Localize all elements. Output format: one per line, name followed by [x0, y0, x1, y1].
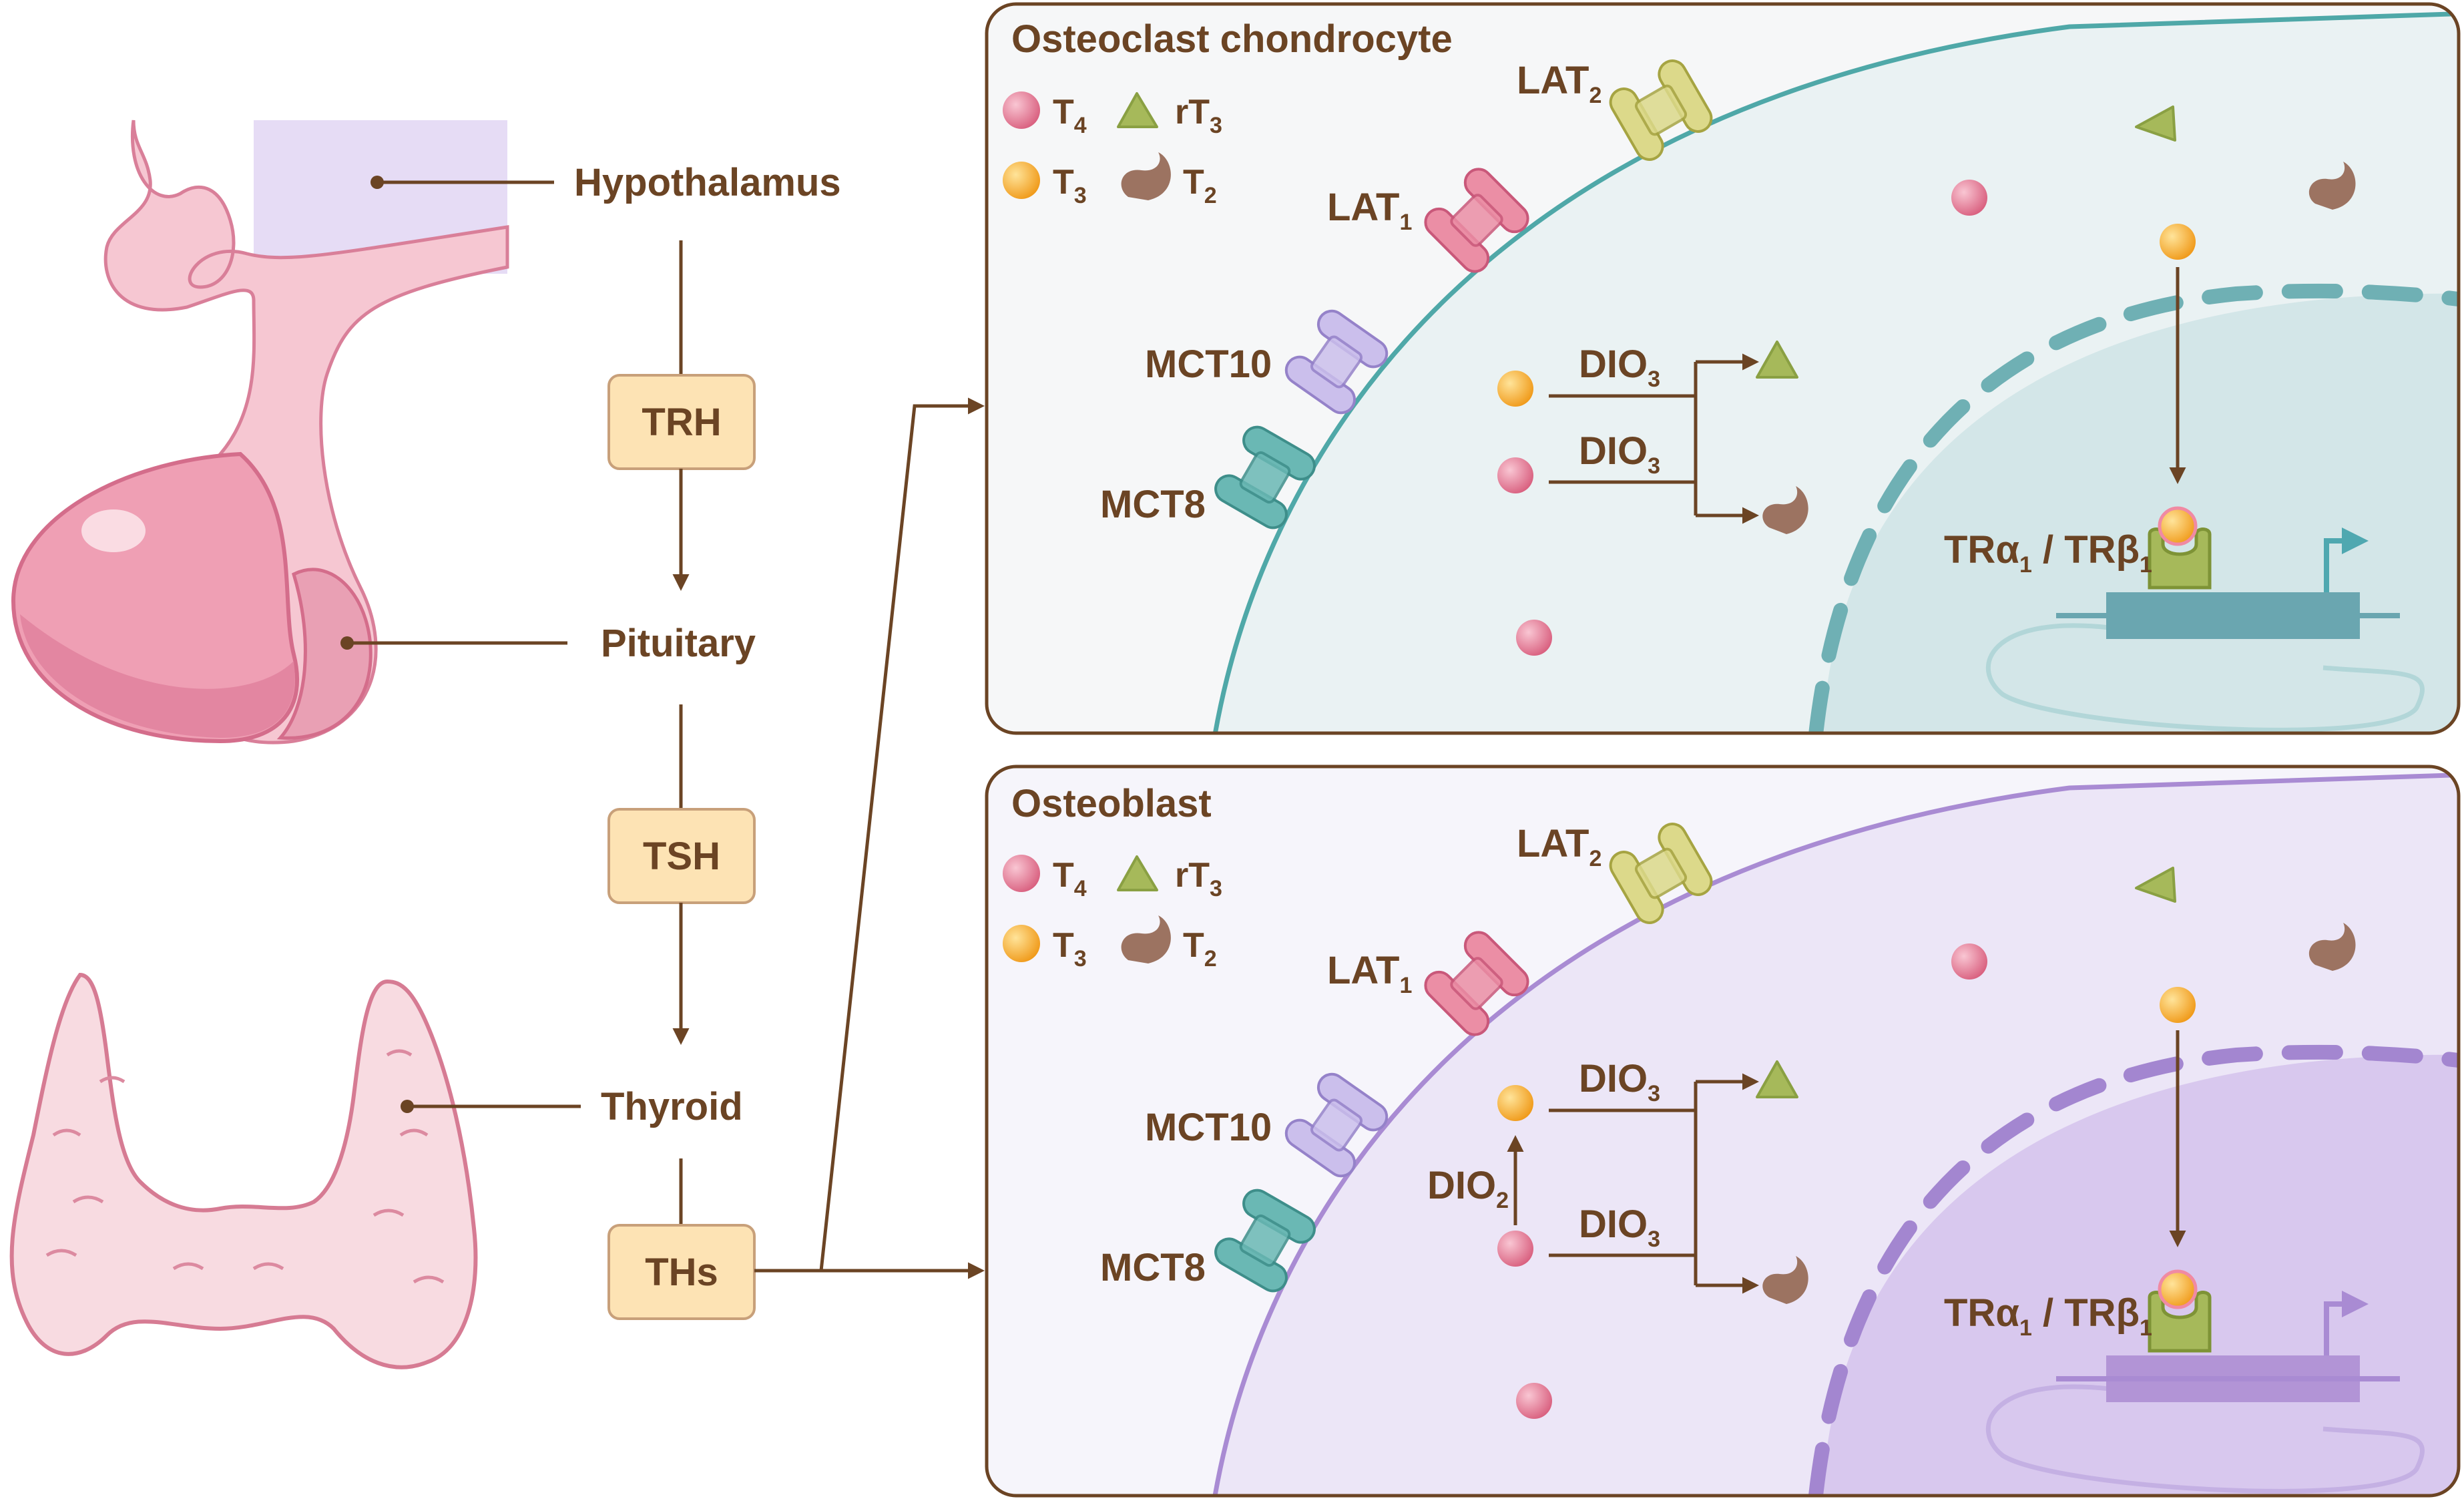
bottom-lat2-label: LAT2	[1517, 822, 1601, 871]
bottom-cell-membrane	[1212, 772, 2459, 1496]
hypothalamus-leader-dot	[371, 176, 384, 189]
bottom-dna-loop	[1985, 1384, 2425, 1494]
bottom-t2-free	[2308, 923, 2356, 971]
legend-t3-label: T3	[1053, 926, 1087, 972]
bottom-rt3-free	[2135, 867, 2176, 903]
top-mct8-label: MCT8	[1100, 483, 1206, 526]
legend-t2-icon	[1121, 152, 1171, 200]
pituitary-leader-dot	[340, 636, 354, 650]
thyroid-lobule-left-b	[72, 1195, 104, 1204]
bottom-nuclear-envelope	[1808, 1044, 2459, 1496]
top-panel-border	[985, 2, 2461, 735]
bottom-t4-free-a	[1951, 943, 1987, 980]
thyroid-lobule-right-b	[373, 1209, 405, 1217]
top-rt3-free	[2135, 105, 2176, 142]
top-receptor	[2148, 527, 2212, 590]
thyroid-gland	[9, 972, 478, 1369]
legend-t2-icon	[1121, 915, 1171, 963]
pituitary-highlight	[81, 509, 146, 552]
bottom-legend: T4 rT3 T3 T2	[1003, 855, 1222, 972]
bottom-rt3-product	[1756, 1060, 1798, 1098]
legend-t4-icon	[1003, 855, 1040, 892]
top-dio-b-label: DIO3	[1579, 429, 1660, 479]
top-receptor-label: TRα1 / TRβ1	[1944, 528, 2152, 578]
top-panel-title: Osteoclast chondrocyte	[1011, 17, 1453, 61]
bottom-t2-product	[1762, 1256, 1808, 1304]
legend-rt3-label: rT3	[1175, 93, 1222, 138]
bottom-t3-substrate	[1497, 1085, 1533, 1121]
legend-rt3-icon	[1117, 92, 1158, 128]
hypothalamus-label: Hypothalamus	[574, 161, 841, 204]
legend-t2-label: T2	[1183, 926, 1217, 972]
thyroid-illustration	[9, 972, 478, 1369]
pituitary-label: Pituitary	[601, 622, 756, 665]
top-transcription-arrow	[2324, 527, 2369, 592]
top-t2-product	[1762, 486, 1808, 534]
top-t4-free-a	[1951, 180, 1987, 216]
bottom-transcription-arrow	[2324, 1291, 2369, 1355]
top-lat1-label: LAT1	[1327, 186, 1412, 235]
top-t2-free	[2308, 162, 2356, 210]
ths-label: THs	[645, 1251, 718, 1294]
bottom-dio-c-label: DIO2	[1427, 1164, 1509, 1213]
top-legend: T4 rT3 T3 T2	[1003, 91, 1222, 208]
thyroid-lobule-right-a	[399, 1128, 429, 1137]
legend-t3-label: T3	[1053, 163, 1087, 208]
bottom-lat1-label: LAT1	[1327, 949, 1412, 998]
legend-t3-icon	[1003, 162, 1040, 199]
thyroid-lobule-isthmus-a	[172, 1262, 204, 1271]
top-t4-free-b	[1516, 620, 1552, 656]
thyroid-label: Thyroid	[601, 1085, 743, 1128]
thyroid-leader-dot	[401, 1100, 414, 1113]
thyroid-lobule-left-c	[45, 1249, 77, 1257]
top-mct10-label: MCT10	[1145, 343, 1272, 386]
thyroid-lobule-left-d	[99, 1076, 126, 1084]
bottom-receptor	[2148, 1291, 2212, 1353]
bottom-panel-border	[985, 765, 2461, 1498]
bottom-dio-b-label: DIO3	[1579, 1203, 1660, 1252]
panel-osteoblast: Osteoblast T4 rT3 T3 T2 LAT2 LAT1 MCT10 …	[985, 765, 2461, 1498]
anterior-pituitary-shade	[20, 614, 295, 738]
thyroid-lobule-right-d	[386, 1049, 413, 1057]
legend-t4-icon	[1003, 91, 1040, 129]
panel-osteoclast-chondrocyte: Osteoclast chondrocyte T4 rT3 T3 T2 LAT2…	[985, 2, 2461, 735]
top-lat2-label: LAT2	[1517, 59, 1601, 108]
posterior-pituitary	[276, 568, 373, 740]
tsh-label: TSH	[643, 835, 720, 878]
top-t3-bound	[2158, 506, 2198, 546]
top-dio-a-label: DIO3	[1579, 343, 1660, 392]
thyroid-lobule-right-c	[413, 1275, 445, 1284]
top-t4-substrate	[1497, 457, 1533, 493]
legend-t4-label: T4	[1053, 93, 1087, 138]
ths-to-top-panel-arrow	[754, 397, 985, 1273]
bottom-mct10-label: MCT10	[1145, 1106, 1272, 1149]
bottom-t3-bound	[2158, 1269, 2198, 1309]
top-rt3-product	[1756, 341, 1798, 379]
bottom-t4-substrate	[1497, 1231, 1533, 1267]
bottom-panel-title: Osteoblast	[1011, 782, 1212, 825]
bottom-t3-free	[2160, 987, 2196, 1023]
top-t3-substrate	[1497, 371, 1533, 407]
hpt-axis: Hypothalamus Pituitary Thyroid TRH TSH T…	[340, 161, 985, 1320]
bottom-mct8-label: MCT8	[1100, 1246, 1206, 1289]
legend-rt3-icon	[1117, 855, 1158, 891]
trh-label: TRH	[642, 401, 721, 444]
legend-t4-label: T4	[1053, 856, 1087, 901]
hypothalamus-illustration	[11, 120, 509, 744]
top-nuclear-envelope	[1808, 283, 2459, 733]
thyroid-lobule-isthmus-b	[252, 1262, 284, 1271]
bottom-receptor-label: TRα1 / TRβ1	[1944, 1291, 2152, 1341]
thyroid-lobule-left-a	[52, 1128, 81, 1137]
legend-t2-label: T2	[1183, 163, 1217, 208]
legend-t3-icon	[1003, 925, 1040, 962]
top-cell-membrane	[1212, 11, 2459, 733]
top-dna-loop	[1985, 623, 2425, 732]
bottom-dio-a-label: DIO3	[1579, 1057, 1660, 1106]
bottom-t4-free-b	[1516, 1383, 1552, 1419]
top-t3-free	[2160, 224, 2196, 260]
legend-rt3-label: rT3	[1175, 856, 1222, 901]
